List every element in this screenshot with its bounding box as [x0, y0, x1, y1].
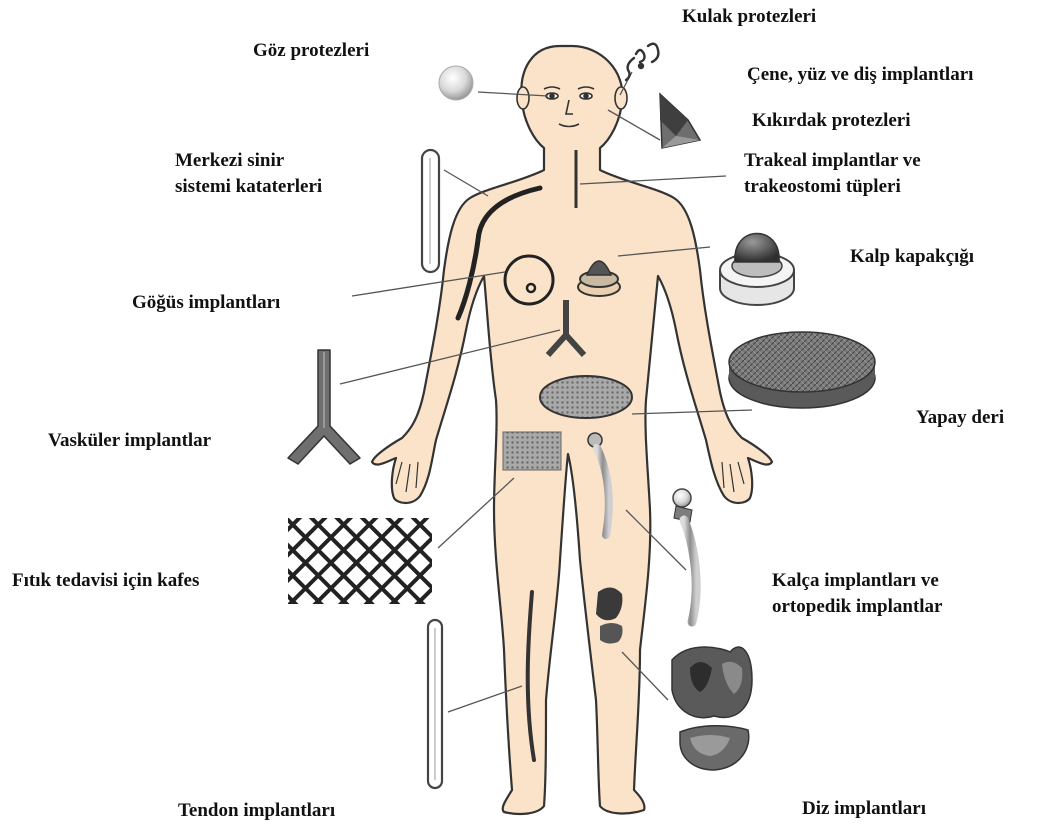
- label-cns-catheters: Merkezi sinirsistemi kataterleri: [175, 148, 322, 200]
- left-ear: [517, 87, 529, 109]
- artificial-skin-disc-icon: [729, 332, 875, 408]
- label-vascular-implants: Vasküler implantlar: [48, 428, 211, 454]
- vascular-graft-icon: [288, 350, 360, 464]
- tendon-implant-icon: [428, 620, 442, 788]
- hernia-mesh-icon: [288, 518, 432, 604]
- label-ear-prostheses: Kulak protezleri: [682, 4, 816, 30]
- label-hernia-mesh: Fıtık tedavisi için kafes: [12, 568, 199, 594]
- catheter-tube-icon: [422, 150, 439, 272]
- label-tracheal-implants: Trakeal implantlar vetrakeostomi tüpleri: [744, 148, 921, 200]
- label-jaw-face-dental-implants: Çene, yüz ve diş implantları: [747, 62, 973, 88]
- label-hip-orthopedic-implants: Kalça implantları veortopedik implantlar: [772, 568, 942, 620]
- label-tendon-implants: Tendon implantları: [178, 798, 335, 824]
- label-cartilage-prostheses: Kıkırdak protezleri: [752, 108, 911, 134]
- label-artificial-skin: Yapay deri: [916, 405, 1004, 431]
- body-hernia-mesh: [503, 432, 561, 470]
- label-knee-implants: Diz implantları: [802, 796, 926, 822]
- knee-implant-icon: [672, 647, 752, 770]
- jaw-wedge-icon: [660, 94, 700, 148]
- label-heart-valve: Kalp kapakçığı: [850, 244, 974, 270]
- label-breast-implants: Göğüs implantları: [132, 290, 280, 316]
- label-eye-prostheses: Göz protezleri: [253, 38, 369, 64]
- right-ear: [615, 87, 627, 109]
- body-skin-disc: [540, 376, 632, 418]
- eye-sphere-icon: [439, 66, 473, 100]
- hip-implant-icon: [673, 489, 696, 622]
- heart-valve-icon: [720, 234, 794, 306]
